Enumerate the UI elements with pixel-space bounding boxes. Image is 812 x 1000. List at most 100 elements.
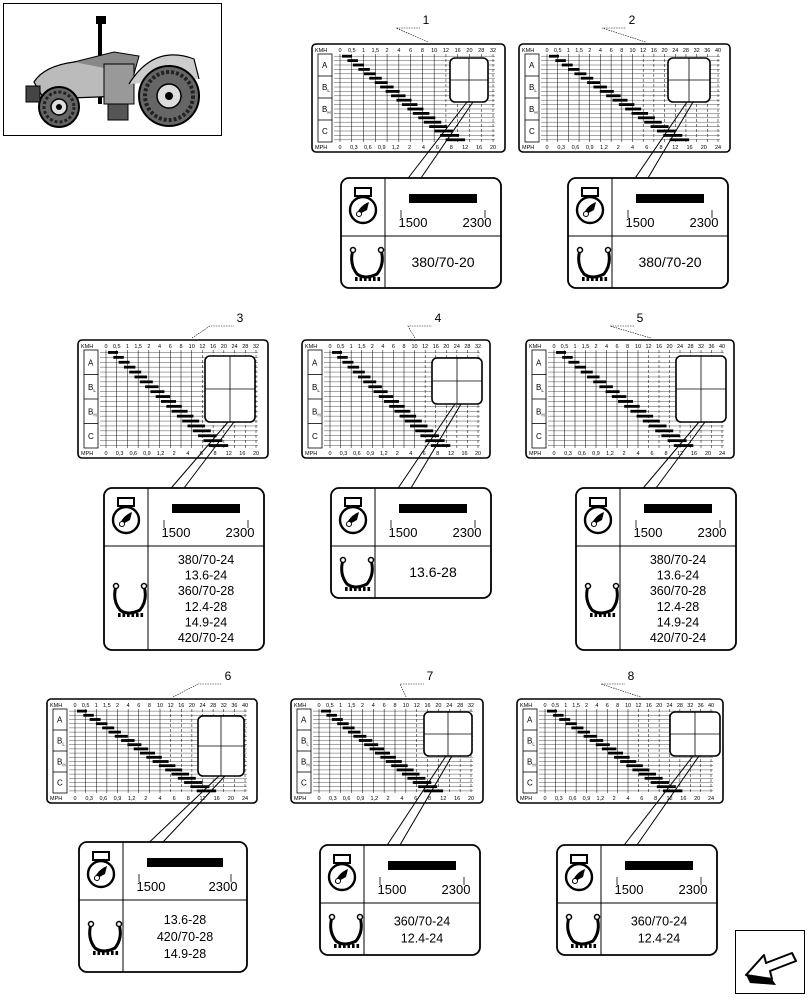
speed-bar xyxy=(113,355,124,359)
speed-bar xyxy=(140,751,155,755)
mph-tick-label: 0 xyxy=(552,451,555,457)
connector-line xyxy=(636,755,700,846)
rpm-low-label: 1500 xyxy=(626,215,655,230)
speed-bar xyxy=(655,429,674,433)
kmh-tick-label: 40 xyxy=(719,344,725,350)
mph-tick-label: 1,2 xyxy=(380,451,388,457)
mph-tick-label: 16 xyxy=(239,451,245,457)
mph-tick-label: 0,9 xyxy=(592,451,600,457)
callout-number: 6 xyxy=(225,669,232,683)
kmh-tick-label: 8 xyxy=(421,48,424,54)
rpm-band xyxy=(644,504,712,513)
kmh-tick-label: 8 xyxy=(402,344,405,350)
mph-tick-label: 0,3 xyxy=(555,796,563,802)
speed-bar xyxy=(396,98,412,102)
speed-bar xyxy=(129,370,142,374)
callout-leader xyxy=(600,683,641,698)
speed-bar xyxy=(638,772,656,776)
next-page-arrow-icon xyxy=(745,952,797,985)
kmh-tick-label: 2 xyxy=(386,48,389,54)
kmh-tick-label: 0 xyxy=(552,344,555,350)
kmh-tick-label: 1,5 xyxy=(103,703,111,709)
mph-tick-label: 12 xyxy=(226,451,232,457)
connector-line xyxy=(399,755,453,846)
kmh-tick-label: 24 xyxy=(666,703,672,709)
mph-tick-label: 4 xyxy=(636,451,639,457)
mph-tick-label: 0,3 xyxy=(116,451,124,457)
speed-bar xyxy=(650,125,669,128)
mph-tick-label: 12 xyxy=(448,451,454,457)
mph-tick-label: 0 xyxy=(545,145,548,151)
rpm-band xyxy=(388,861,456,870)
mph-tick-label: 12 xyxy=(440,796,446,802)
kmh-tick-label: 1,5 xyxy=(572,703,580,709)
speed-bar xyxy=(630,409,647,413)
tyre-size-label: 14.9-24 xyxy=(657,616,699,630)
mph-tick-label: 4 xyxy=(409,451,412,457)
speed-bar xyxy=(363,380,377,384)
tyre-icon xyxy=(112,582,148,617)
range-label: BH xyxy=(301,758,310,768)
mph-tick-label: 0,9 xyxy=(114,796,122,802)
connector-line xyxy=(170,421,229,489)
mph-tick-label: 20 xyxy=(468,796,474,802)
speed-bar xyxy=(555,59,566,62)
kmh-tick-label: 16 xyxy=(656,344,662,350)
kmh-tick-label: 24 xyxy=(232,344,238,350)
next-page-button[interactable] xyxy=(735,930,805,994)
mph-tick-label: 16 xyxy=(454,796,460,802)
mph-tick-label: 1,2 xyxy=(606,451,614,457)
speed-bar xyxy=(145,385,159,389)
mph-tick-label: 0 xyxy=(104,451,107,457)
kmh-tick-label: 10 xyxy=(403,703,409,709)
speed-bar xyxy=(133,747,149,751)
speed-bar xyxy=(358,68,370,71)
mph-tick-label: 0 xyxy=(73,796,76,802)
speed-bar xyxy=(331,718,343,721)
kmh-tick-label: 6 xyxy=(606,703,609,709)
kmh-tick-label: 1,5 xyxy=(348,703,356,709)
range-label: BH xyxy=(57,758,66,768)
mph-tick-label: 20 xyxy=(228,796,234,802)
kmh-tick-label: 0,5 xyxy=(326,703,334,709)
speed-bar xyxy=(342,726,355,730)
kmh-tick-label: 0 xyxy=(73,703,76,709)
info-card xyxy=(103,487,265,651)
engine-rpm-icon xyxy=(564,854,594,892)
mph-tick-label: 0,6 xyxy=(364,145,372,151)
callout-leader xyxy=(399,683,424,698)
kmh-tick-label: 2 xyxy=(588,48,591,54)
mph-tick-label: 0,9 xyxy=(357,796,365,802)
kmh-tick-label: 0,5 xyxy=(113,344,121,350)
speed-bar xyxy=(620,760,637,763)
engine-rpm-icon xyxy=(327,854,357,892)
kmh-tick-label: 1,5 xyxy=(134,344,142,350)
range-label: BL xyxy=(301,737,309,747)
kmh-tick-label: 6 xyxy=(383,703,386,709)
speed-bar xyxy=(561,63,573,67)
kmh-tick-label: 4 xyxy=(595,703,598,709)
rpm-low-label: 1500 xyxy=(615,882,644,897)
range-label: C xyxy=(529,127,535,136)
mph-tick-label: 2 xyxy=(622,451,625,457)
kmh-tick-label: 4 xyxy=(158,344,161,350)
speed-bar xyxy=(571,726,584,730)
speed-bar xyxy=(642,419,660,423)
rpm-low-label: 1500 xyxy=(162,525,191,540)
speed-bar xyxy=(644,120,662,124)
mph-tick-label: 6 xyxy=(200,451,203,457)
speed-bar xyxy=(404,419,422,423)
kmh-tick-label: 28 xyxy=(242,344,248,350)
mph-tick-label: 0,6 xyxy=(100,796,108,802)
kmh-tick-label: 8 xyxy=(179,344,182,350)
engine-rpm-icon xyxy=(86,851,116,889)
speed-bar xyxy=(599,90,614,93)
kmh-tick-label: 40 xyxy=(708,703,714,709)
connector-line xyxy=(623,755,694,846)
mph-tick-label: 16 xyxy=(214,796,220,802)
kmh-tick-label: 8 xyxy=(626,344,629,350)
speed-bar xyxy=(352,63,364,67)
speed-bar xyxy=(152,760,169,763)
tyre-size-label: 360/70-28 xyxy=(650,584,706,598)
